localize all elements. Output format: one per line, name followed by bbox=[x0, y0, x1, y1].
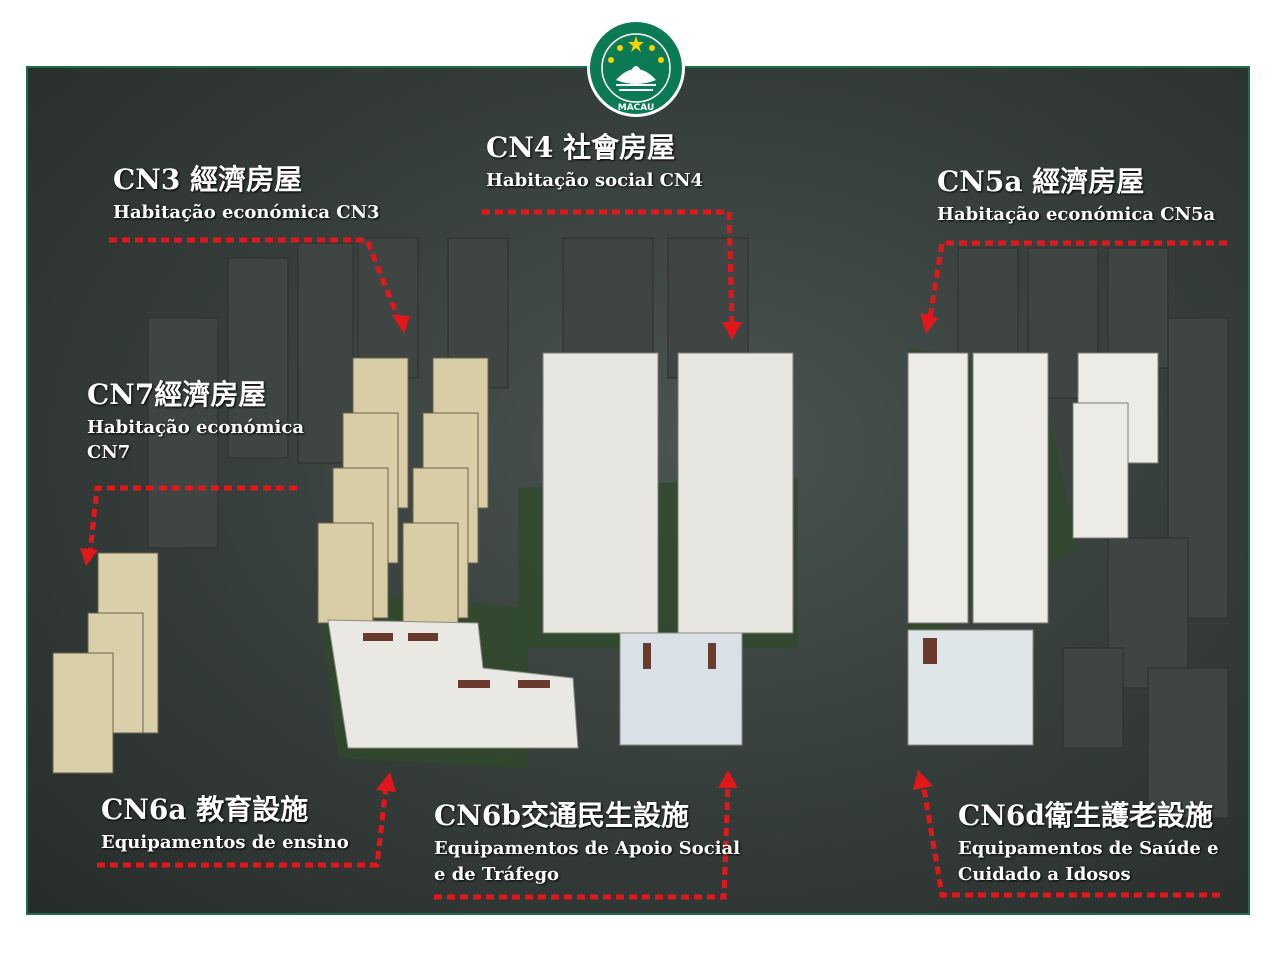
leader-lines bbox=[87, 209, 1227, 900]
aerial-rendering: CN3 經濟房屋 Habitação económica CN3 CN4 社會房… bbox=[26, 66, 1250, 915]
cn6d-subtitle-line2: Cuidado a Idosos bbox=[958, 864, 1131, 885]
cn4-subtitle: Habitação social CN4 bbox=[486, 170, 703, 191]
cn6b-subtitle-line1: Equipamentos de Apoio Social bbox=[434, 838, 741, 859]
cn7-leader-line bbox=[87, 485, 297, 554]
cn6d-subtitle-line1: Equipamentos de Saúde e bbox=[958, 838, 1219, 859]
macau-emblem-logo: MACAU bbox=[587, 19, 685, 117]
cn3-towers bbox=[317, 357, 489, 624]
cn4-title: CN4 社會房屋 bbox=[486, 131, 676, 164]
cn6a-title: CN6a 教育設施 bbox=[101, 793, 309, 826]
cn5a-leader-line bbox=[927, 240, 1227, 319]
cn5a-subtitle: Habitação económica CN5a bbox=[937, 204, 1216, 225]
lotus-icon bbox=[616, 66, 656, 84]
cn6d-title: CN6d衛生護老設施 bbox=[958, 799, 1213, 832]
cn3-subtitle: Habitação económica CN3 bbox=[113, 202, 380, 223]
cn7-title: CN7經濟房屋 bbox=[87, 378, 267, 411]
cn7-subtitle-line1: Habitação económica bbox=[87, 417, 304, 438]
leader-arrows bbox=[80, 313, 938, 792]
buildings-scene bbox=[52, 209, 1229, 900]
cn6b-leader-line bbox=[434, 782, 731, 900]
podium-buildings bbox=[327, 619, 1034, 749]
emblem-text: MACAU bbox=[618, 103, 655, 113]
cn4-towers bbox=[542, 352, 794, 634]
cn6d-leader-line bbox=[920, 782, 1220, 898]
roof-details bbox=[363, 633, 937, 688]
cn5a-towers bbox=[907, 352, 1159, 624]
cn6b-title: CN6b交通民生設施 bbox=[434, 799, 689, 832]
cn6a-leader-line bbox=[97, 785, 389, 868]
cn3-title: CN3 經濟房屋 bbox=[113, 163, 303, 196]
cn4-leader-line bbox=[482, 209, 735, 327]
cn6b-subtitle-line2: e de Tráfego bbox=[434, 864, 560, 885]
cn3-leader-line bbox=[109, 237, 401, 319]
cn7-towers bbox=[52, 552, 159, 774]
cn5a-title: CN5a 經濟房屋 bbox=[937, 165, 1145, 198]
star-icons bbox=[608, 36, 664, 63]
cn7-subtitle-line2: CN7 bbox=[87, 442, 131, 463]
cn6a-subtitle: Equipamentos de ensino bbox=[101, 832, 349, 853]
